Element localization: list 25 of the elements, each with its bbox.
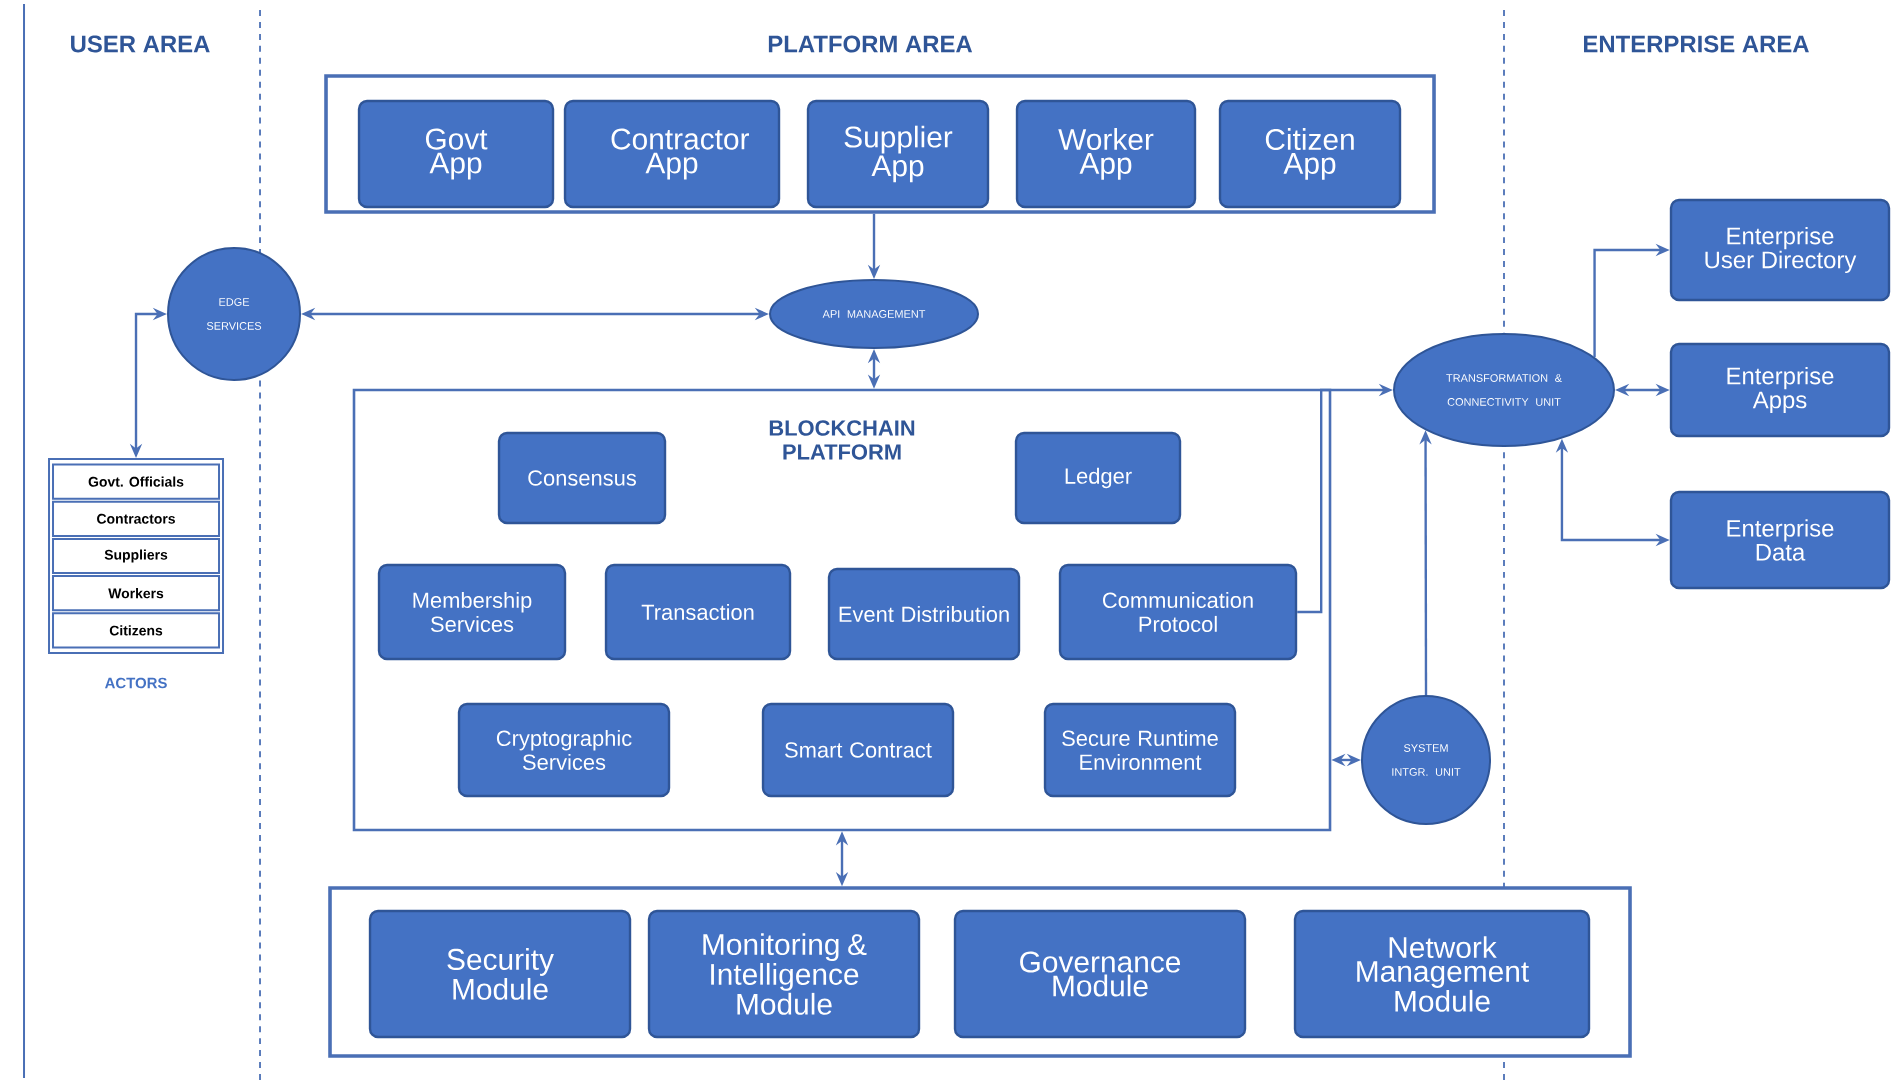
module-box: Monitoring & Intelligence Module — [647, 909, 921, 1039]
panel-title: BLOCKCHAIN PLATFORM — [769, 420, 915, 460]
component-box: Event Distribution — [827, 567, 1021, 661]
app-box: Citizen App — [1218, 99, 1402, 209]
component-box: Cryptographic Services — [457, 702, 671, 798]
component-box: Membership Services — [377, 563, 567, 661]
area-heading: USER AREA — [71, 35, 210, 53]
component-box: Ledger — [1014, 431, 1182, 525]
app-box: Govt App — [357, 99, 555, 209]
enterprise-box: Enterprise Apps — [1669, 342, 1891, 438]
module-box: Security Module — [368, 909, 632, 1039]
component-box: Smart Contract — [761, 702, 955, 798]
app-box: Contractor App — [563, 99, 781, 209]
enterprise-box: Enterprise Data — [1669, 490, 1891, 590]
app-box: Supplier App — [806, 99, 990, 209]
enterprise-box: Enterprise User Directory — [1669, 198, 1891, 302]
component-box: Secure Runtime Environment — [1043, 702, 1237, 798]
area-heading: ENTERPRISE AREA — [1584, 35, 1809, 53]
app-box: Worker App — [1015, 99, 1197, 209]
component-box: Communication Protocol — [1058, 563, 1298, 661]
component-box: Consensus — [497, 431, 667, 525]
component-box: Transaction — [604, 563, 792, 661]
module-box: Governance Module — [953, 909, 1247, 1039]
module-box: Network Management Module — [1293, 909, 1591, 1039]
area-heading: PLATFORM AREA — [768, 35, 973, 53]
